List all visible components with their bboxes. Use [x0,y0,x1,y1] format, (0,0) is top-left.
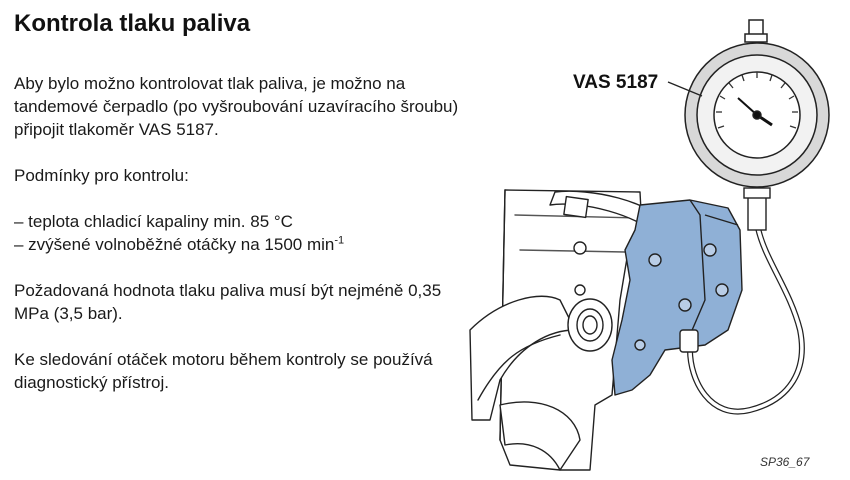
tandem-pump [611,199,743,396]
condition-list: – teplota chladicí kapaliny min. 85 °C –… [14,210,464,256]
pump-illustration [469,19,830,471]
label-leader [667,81,703,97]
condition-item-rpm: – zvýšené volnoběžné otáčky na 1500 min-… [14,233,464,256]
hose-lower [499,401,581,471]
conditions-heading: Podmínky pro kontrolu: [14,166,189,185]
required-value-paragraph: Požadovaná hodnota tlaku paliva musí být… [14,281,442,323]
condition-item-temperature: – teplota chladicí kapaliny min. 85 °C [14,212,293,231]
figure-id: SP36_67 [760,455,810,469]
pressure-gauge [684,19,830,188]
body-text: Aby bylo možno kontrolovat tlak paliva, … [14,72,464,394]
condition-rpm-text: – zvýšené volnoběžné otáčky na 1500 min [14,235,335,254]
gauge-label: VAS 5187 [573,72,659,93]
intro-paragraph: Aby bylo možno kontrolovat tlak paliva, … [14,74,459,139]
page-title: Kontrola tlaku paliva [14,10,251,37]
hose-connector [679,329,699,353]
monitoring-paragraph: Ke sledování otáček motoru během kontrol… [14,350,433,392]
rpm-exponent: -1 [334,234,345,247]
